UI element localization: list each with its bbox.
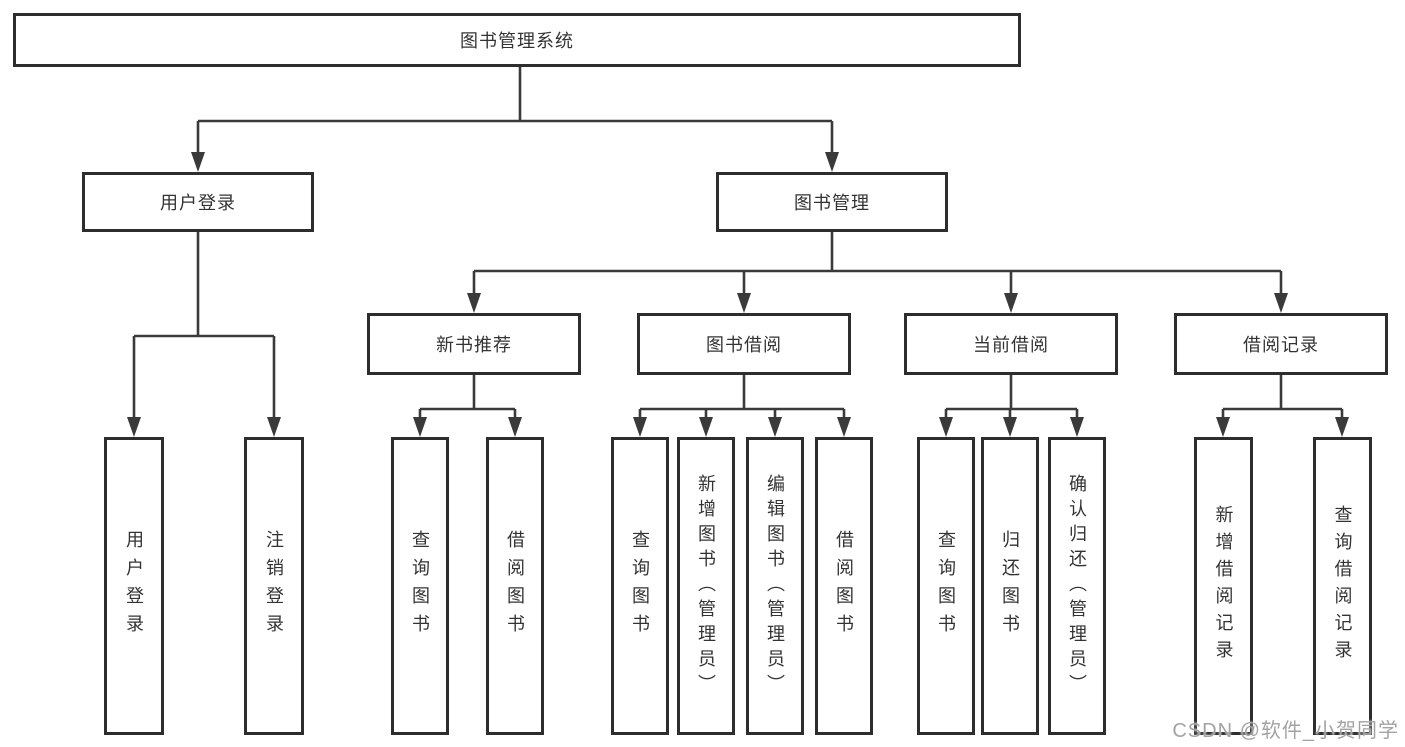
leaf-borrow-borrow-books: 借阅图书 — [815, 437, 873, 735]
csdn-watermark: CSDN @软件_小贺同学 — [1172, 720, 1399, 742]
leaf-current-query-books: 查询图书 — [917, 437, 975, 735]
leaf-newbook-borrow-books: 借阅图书 — [486, 437, 544, 735]
leaf-borrow-edit-books-admin: 编辑图书（管理员） — [746, 437, 804, 735]
leaf-logout: 注销登录 — [244, 437, 304, 735]
leaf-user-login: 用户登录 — [104, 437, 164, 735]
leaf-records-query-record: 查询借阅记录 — [1313, 437, 1372, 735]
node-user-login: 用户登录 — [82, 172, 314, 232]
leaf-borrow-query-books: 查询图书 — [611, 437, 669, 735]
node-borrow-records: 借阅记录 — [1174, 313, 1388, 375]
node-new-book-recommend: 新书推荐 — [367, 313, 581, 375]
node-root-library-system: 图书管理系统 — [13, 13, 1021, 67]
leaf-current-return-books: 归还图书 — [981, 437, 1039, 735]
arrowheads — [127, 152, 1349, 437]
node-book-management: 图书管理 — [716, 172, 948, 232]
leaf-current-confirm-return-admin: 确认归还（管理员） — [1048, 437, 1106, 735]
leaf-borrow-add-books-admin: 新增图书（管理员） — [677, 437, 735, 735]
leaf-records-add-record: 新增借阅记录 — [1194, 437, 1253, 735]
node-book-borrow: 图书借阅 — [637, 313, 851, 375]
node-current-borrow: 当前借阅 — [904, 313, 1118, 375]
leaf-newbook-query-books: 查询图书 — [391, 437, 449, 735]
